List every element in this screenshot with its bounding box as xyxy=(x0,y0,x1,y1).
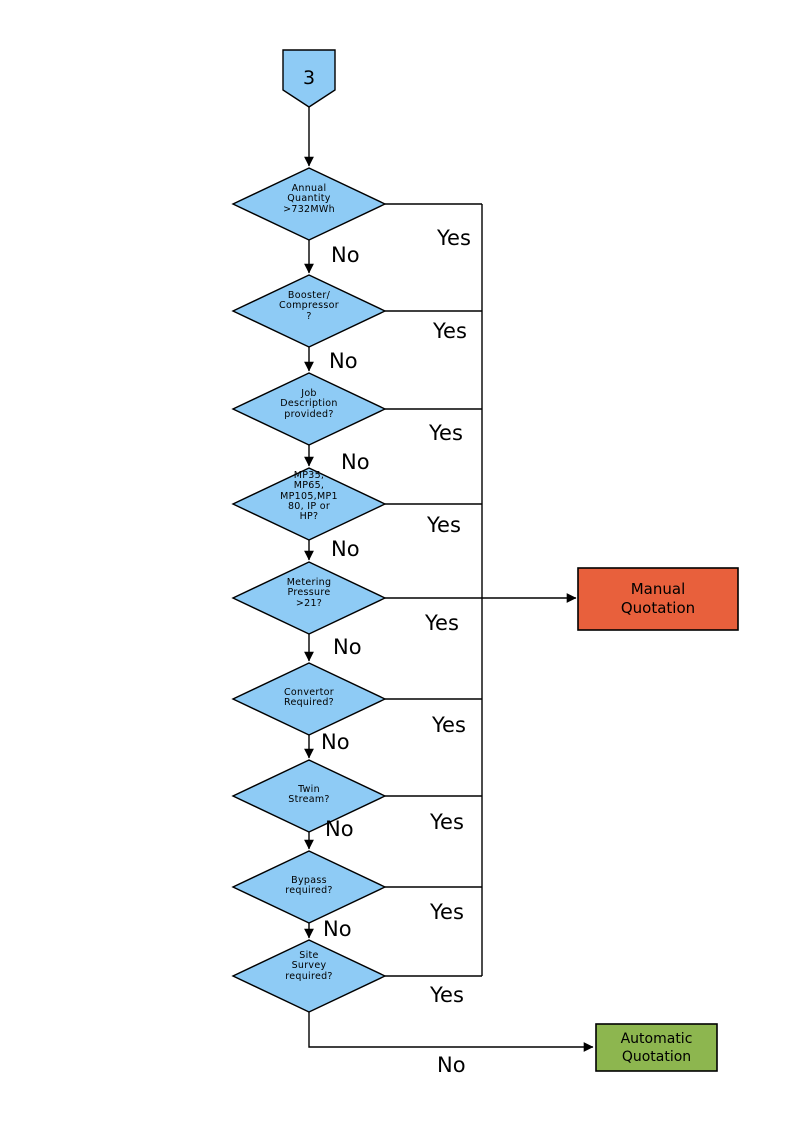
edge-label-no-annual-quantity: No xyxy=(331,243,360,267)
edge-label-yes-bypass: Yes xyxy=(430,900,464,924)
decision-job-description[interactable] xyxy=(231,372,387,446)
start-node-3[interactable] xyxy=(282,49,336,108)
outcome-automatic-quotation[interactable] xyxy=(595,1023,718,1072)
decision-twin-stream[interactable] xyxy=(231,759,387,833)
edge-label-yes-annual-quantity: Yes xyxy=(437,226,471,250)
decision-booster[interactable] xyxy=(231,274,387,348)
edge-label-final-no: No xyxy=(437,1053,466,1077)
edge-label-no-booster: No xyxy=(329,349,358,373)
decision-site-survey[interactable] xyxy=(231,939,387,1013)
outcome-manual-quotation[interactable] xyxy=(577,567,739,631)
edge-label-no-metering-pressure: No xyxy=(333,635,362,659)
edge-label-no-twin-stream: No xyxy=(325,817,354,841)
connector-final-no-to-automatic-quotation xyxy=(308,1012,594,1052)
edge-label-no-job-description: No xyxy=(341,450,370,474)
edge-label-no-pressure-tier: No xyxy=(331,537,360,561)
decision-pressure-tier[interactable] xyxy=(231,467,387,541)
edge-label-yes-pressure-tier: Yes xyxy=(427,513,461,537)
edge-label-yes-metering-pressure: Yes xyxy=(425,611,459,635)
edge-label-yes-twin-stream: Yes xyxy=(430,810,464,834)
edge-label-yes-convertor: Yes xyxy=(432,713,466,737)
edge-label-yes-booster: Yes xyxy=(433,319,467,343)
edge-label-no-bypass: No xyxy=(323,917,352,941)
decision-convertor[interactable] xyxy=(231,662,387,736)
decision-annual-quantity[interactable] xyxy=(231,167,387,241)
decision-bypass[interactable] xyxy=(231,850,387,924)
edge-label-yes-job-description: Yes xyxy=(429,421,463,445)
edge-label-no-convertor: No xyxy=(321,730,350,754)
decision-metering-pressure[interactable] xyxy=(231,561,387,635)
edge-label-yes-site-survey: Yes xyxy=(430,983,464,1007)
